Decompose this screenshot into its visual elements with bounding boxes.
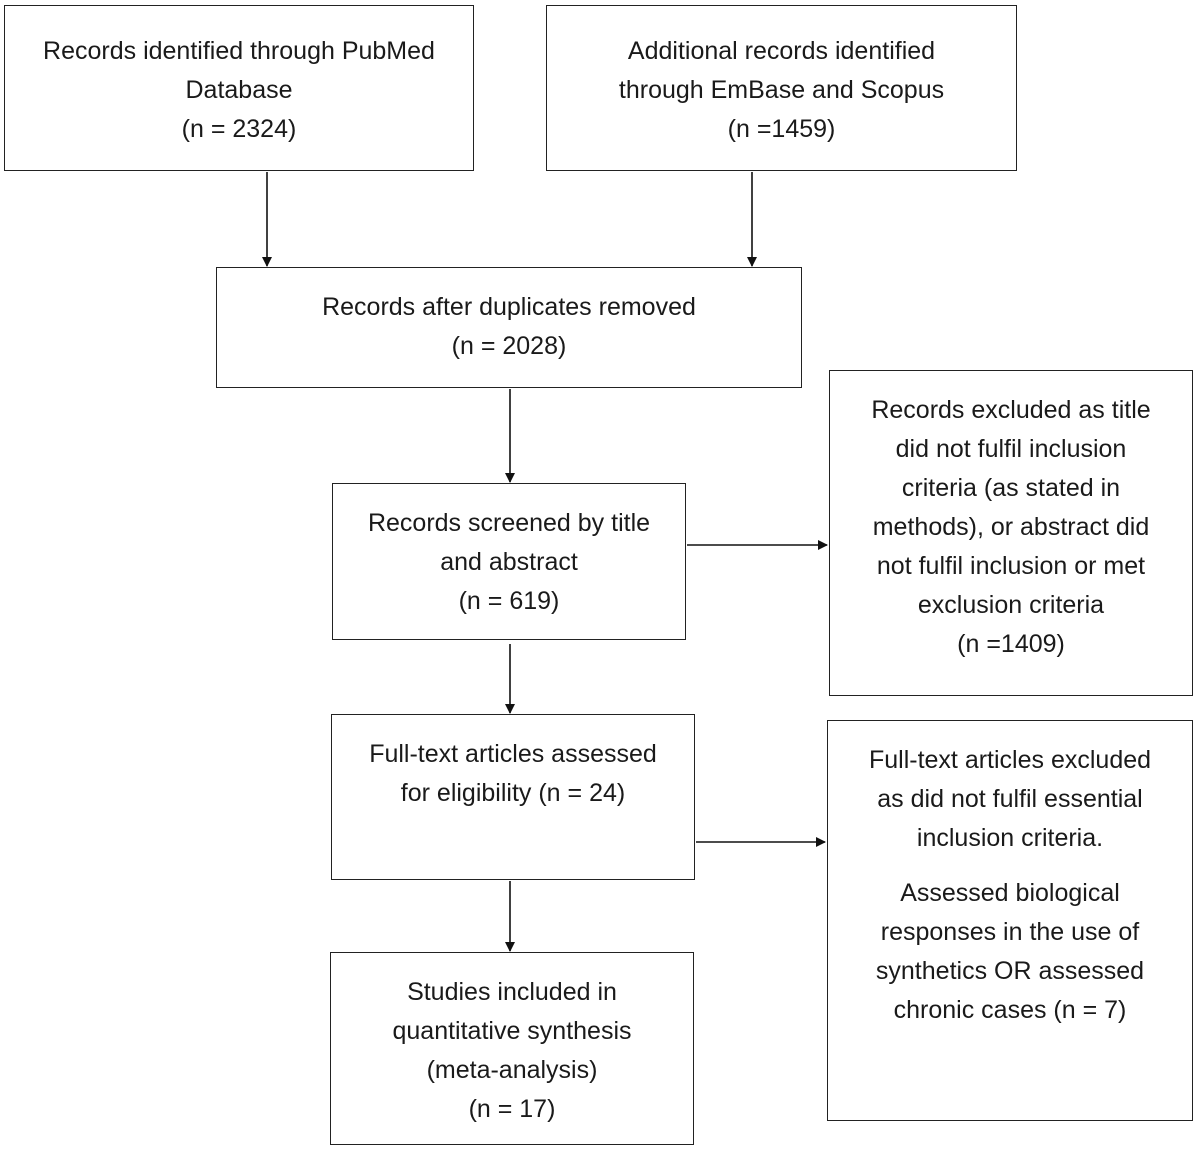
box-duplicates-removed: Records after duplicates removed (n = 20…: [216, 267, 802, 388]
box-excluded-title-abstract: Records excluded as title did not fulfil…: [829, 370, 1193, 696]
box-text-line: Records identified through PubMed: [43, 37, 435, 65]
box-text-line: quantitative synthesis: [392, 1017, 632, 1045]
box-text-line: Studies included in: [407, 978, 617, 1006]
box-text-line: (meta-analysis): [426, 1056, 598, 1084]
box-text-line: not fulfil inclusion or met: [876, 552, 1146, 580]
box-text-line: Full-text articles excluded: [868, 746, 1152, 774]
box-text-line: (n =1459): [727, 115, 836, 143]
box-text-line: as did not fulfil essential: [877, 785, 1143, 813]
box-text-line: through EmBase and Scopus: [618, 76, 945, 104]
box-text-line: (n = 17): [468, 1095, 556, 1123]
box-text-line: (n = 2028): [451, 332, 567, 360]
box-text-line: responses in the use of: [880, 918, 1140, 946]
box-studies-included: Studies included in quantitative synthes…: [330, 952, 694, 1145]
box-fulltext-excluded: Full-text articles excluded as did not f…: [827, 720, 1193, 1121]
box-fulltext-assessed: Full-text articles assessed for eligibil…: [331, 714, 695, 880]
box-text-line: Assessed biological: [900, 879, 1120, 907]
box-screened-records: Records screened by title and abstract (…: [332, 483, 686, 640]
box-text-line: Database: [185, 76, 293, 104]
box-text-line: (n =1409): [957, 630, 1065, 658]
box-text-line: (n = 2324): [181, 115, 297, 143]
box-text-line: inclusion criteria.: [916, 824, 1104, 852]
box-additional-records: Additional records identified through Em…: [546, 5, 1017, 171]
box-text-line: Records after duplicates removed: [322, 293, 696, 321]
box-text-line: for eligibility (n = 24): [400, 779, 626, 807]
box-text-line: chronic cases (n = 7): [893, 996, 1127, 1024]
box-text-line: Full-text articles assessed: [369, 740, 657, 768]
box-text-line: did not fulfil inclusion: [895, 435, 1127, 463]
box-text-line: Records screened by title: [367, 509, 651, 537]
box-text-line: (n = 619): [458, 587, 560, 615]
box-text-line: Additional records identified: [627, 37, 936, 65]
box-text-line: and abstract: [440, 548, 578, 576]
box-text-line: synthetics OR assessed: [875, 957, 1145, 985]
box-text-line: exclusion criteria: [917, 591, 1105, 619]
box-pubmed-records: Records identified through PubMed Databa…: [4, 5, 474, 171]
box-text-line: Records excluded as title: [871, 396, 1151, 424]
box-text-line: methods), or abstract did: [872, 513, 1150, 541]
box-text-line: criteria (as stated in: [901, 474, 1121, 502]
